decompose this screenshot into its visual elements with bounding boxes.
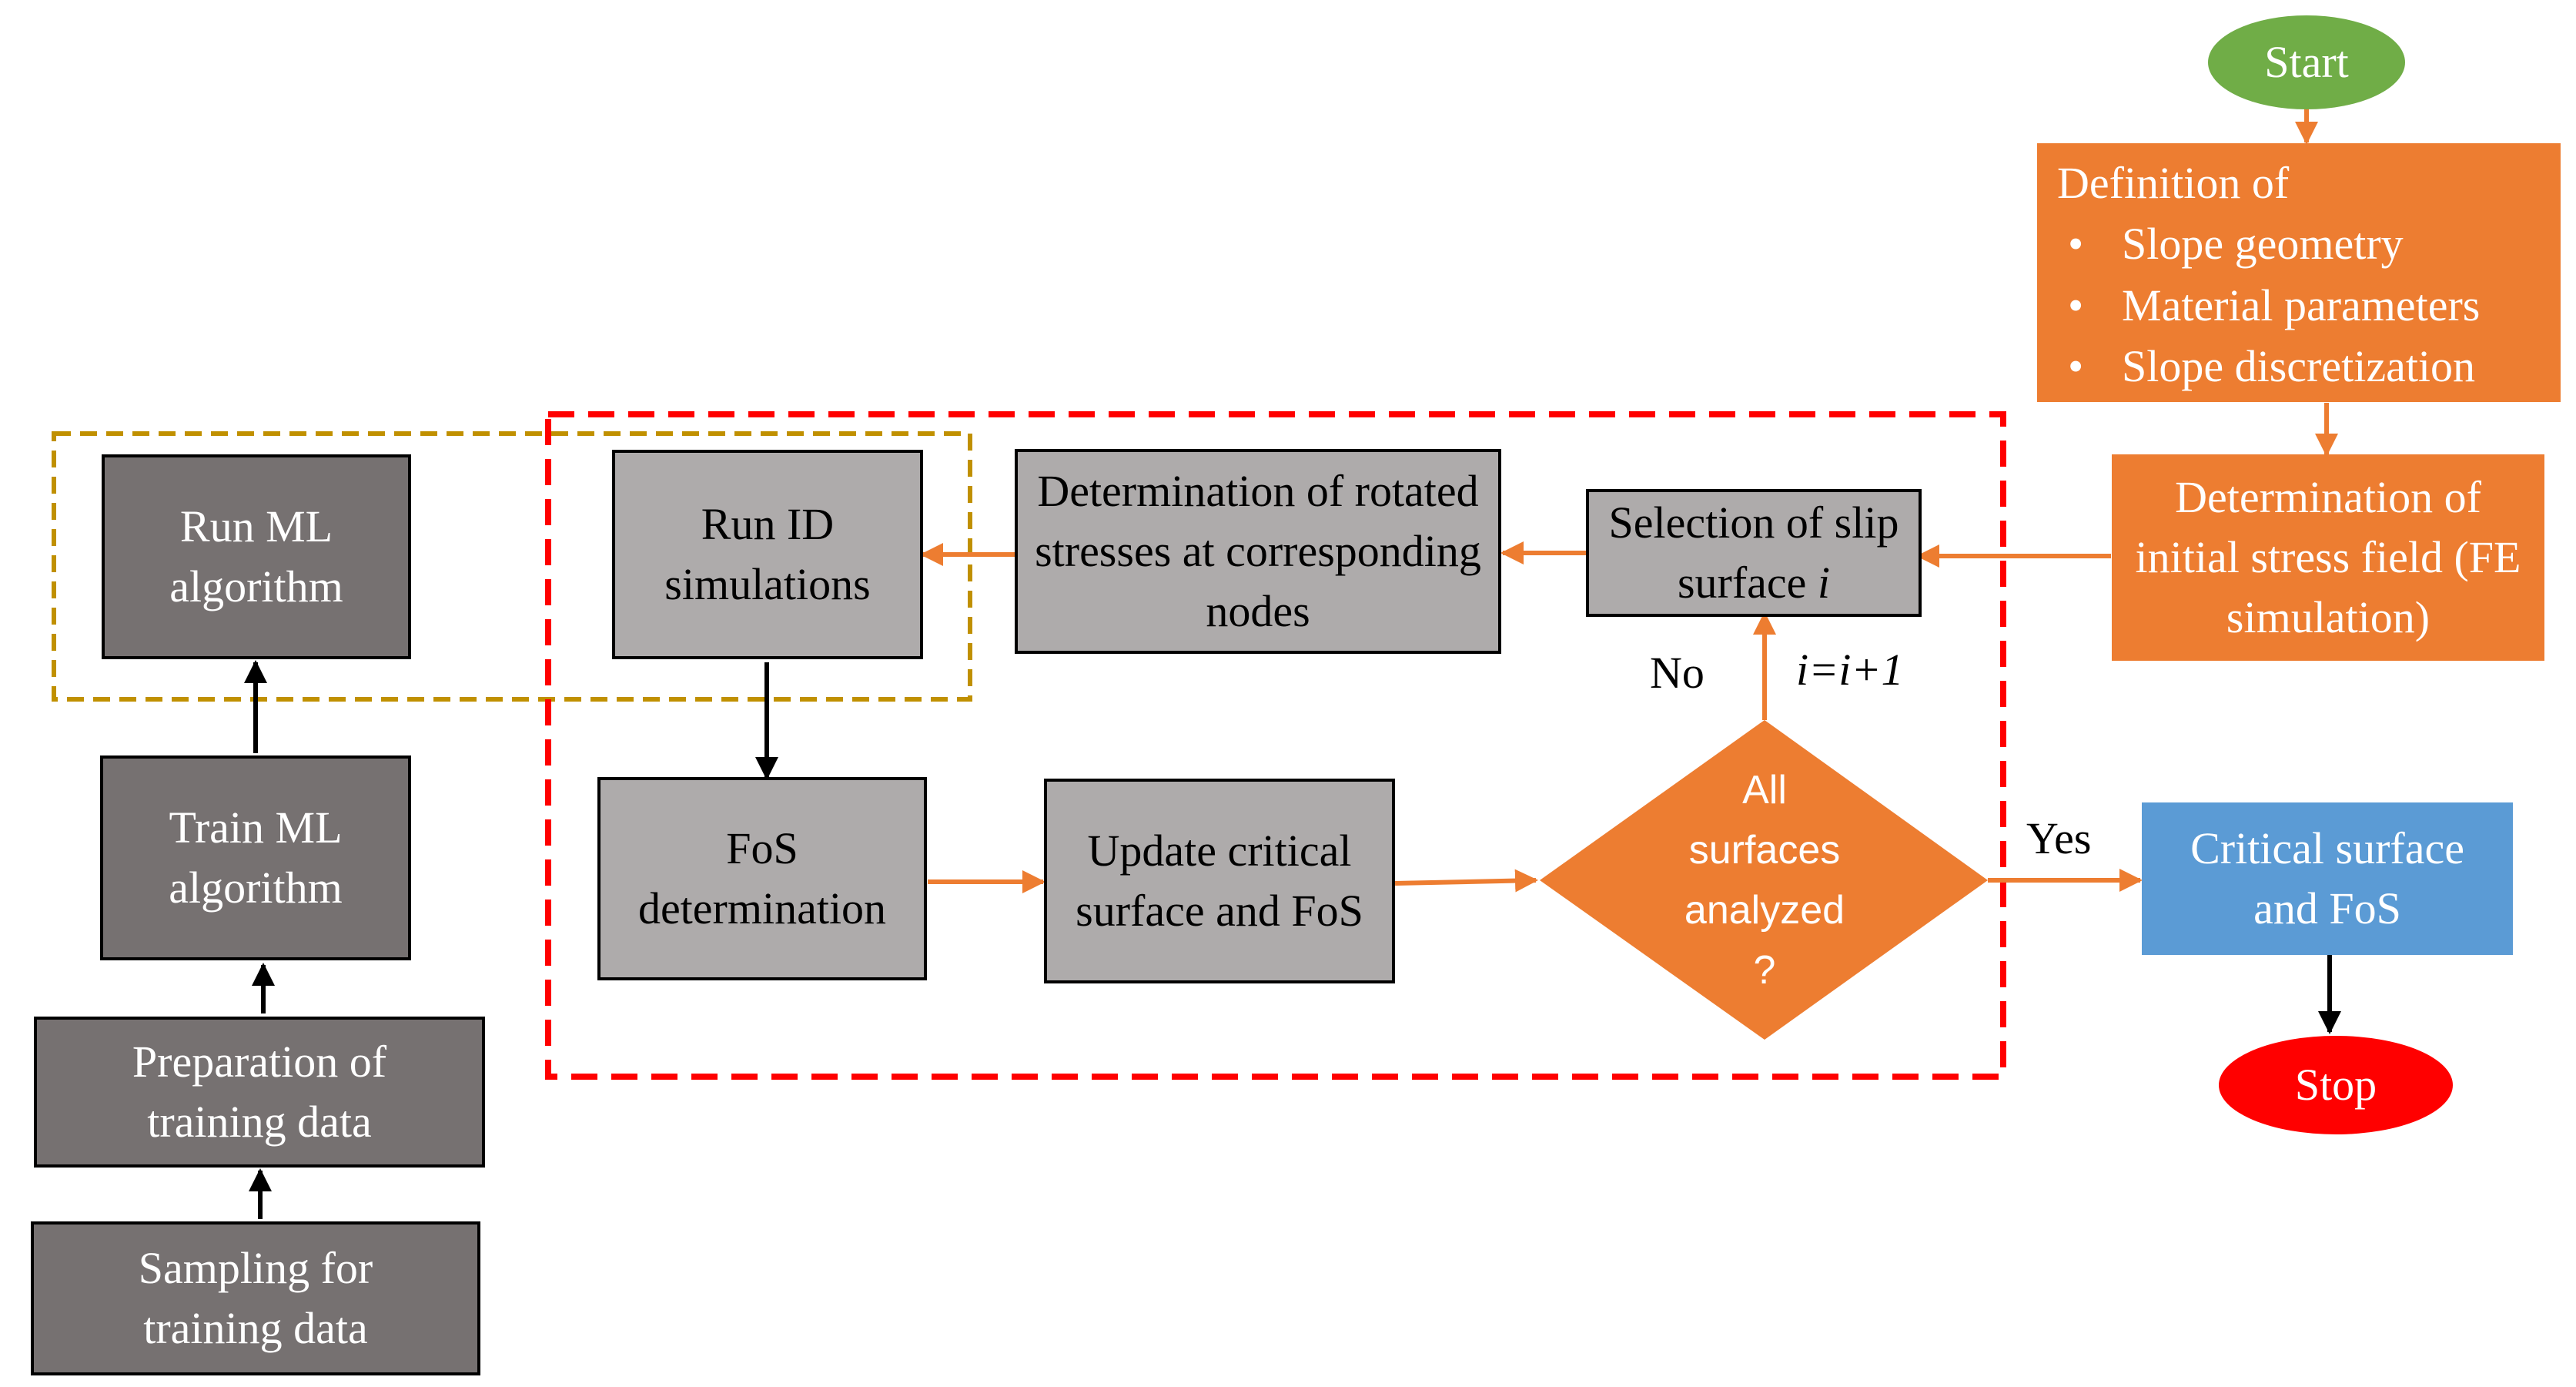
rotated-stresses-label: Determination of rotated stresses at cor… xyxy=(1035,465,1481,637)
selection-variable: i xyxy=(1817,558,1831,608)
train-ml-box: Train ML algorithm xyxy=(100,755,411,960)
update-critical-label: Update critical surface and FoS xyxy=(1076,825,1363,936)
decision-all-surfaces: All surfaces analyzed ? xyxy=(1655,753,1874,1007)
update-critical-box: Update critical surface and FoS xyxy=(1044,779,1395,983)
decision-diamond-shape xyxy=(1540,720,1988,1040)
arrow-update-to-decision xyxy=(1394,869,1538,893)
definition-box: Definition of Slope geometry Material pa… xyxy=(2037,143,2561,402)
stop-label: Stop xyxy=(2294,1059,2377,1110)
selection-label: Selection of slip surface i xyxy=(1592,493,1915,614)
critical-output-box: Critical surface and FoS xyxy=(2142,802,2513,955)
preparation-box: Preparation of training data xyxy=(34,1017,485,1168)
preparation-label: Preparation of training data xyxy=(132,1036,387,1147)
ml-group-dashed-outline xyxy=(52,431,972,702)
selection-slip-surface-box: Selection of slip surface i xyxy=(1586,489,1922,617)
initial-stress-label: Determination of initial stress field (F… xyxy=(2135,471,2521,643)
definition-item: Slope geometry xyxy=(2057,213,2561,275)
label-no: No xyxy=(1650,648,1705,698)
decision-label: All surfaces analyzed ? xyxy=(1684,768,1845,993)
definition-item: Slope discretization xyxy=(2057,336,2561,397)
run-id-simulations-box: Run ID simulations xyxy=(612,450,923,659)
run-ml-label: Run ML algorithm xyxy=(169,501,343,611)
run-ml-box: Run ML algorithm xyxy=(102,454,411,659)
initial-stress-box: Determination of initial stress field (F… xyxy=(2112,454,2544,661)
start-oval: Start xyxy=(2208,15,2405,109)
selection-prefix: Selection of slip surface xyxy=(1608,497,1899,608)
run-id-label: Run ID simulations xyxy=(664,498,871,609)
sampling-label: Sampling for training data xyxy=(138,1242,373,1353)
fos-determination-label: FoS determination xyxy=(637,822,887,933)
label-yes: Yes xyxy=(2026,813,2092,863)
critical-output-label: Critical surface and FoS xyxy=(2190,822,2464,933)
definition-item: Material parameters xyxy=(2057,275,2561,337)
fos-determination-box: FoS determination xyxy=(597,777,927,980)
start-label: Start xyxy=(2264,36,2349,87)
label-increment: i=i+1 xyxy=(1796,645,1904,695)
rotated-stresses-box: Determination of rotated stresses at cor… xyxy=(1015,449,1501,654)
stop-oval: Stop xyxy=(2219,1036,2453,1134)
fe-loop-dashed-outline xyxy=(545,411,2006,1080)
definition-title: Definition of xyxy=(2057,158,2290,208)
sampling-box: Sampling for training data xyxy=(31,1221,480,1375)
definition-list: Slope geometry Material parameters Slope… xyxy=(2057,213,2561,397)
train-ml-label: Train ML algorithm xyxy=(169,802,343,913)
